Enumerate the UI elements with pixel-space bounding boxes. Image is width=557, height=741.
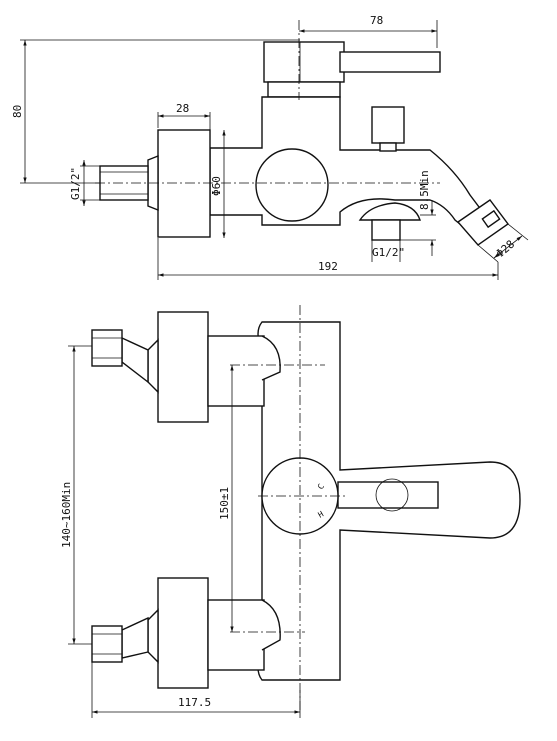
front-upper-inlet bbox=[91, 311, 281, 423]
dim-height-label: 80 bbox=[11, 105, 24, 118]
side-bottom-outlet bbox=[358, 202, 421, 241]
dim-total-length: 192 bbox=[157, 238, 499, 280]
side-body bbox=[209, 96, 486, 233]
mark-cold: C bbox=[316, 482, 326, 491]
dim-spout-diameter-label: Φ28 bbox=[494, 238, 518, 261]
dim-inlet-spacing-label: 140~160Min bbox=[60, 482, 73, 548]
dim-outlet-thread: G1/2" bbox=[371, 240, 405, 262]
dim-total-length-label: 192 bbox=[318, 260, 338, 273]
dim-top-width: 78 bbox=[299, 14, 438, 48]
dim-spout-gap: 8.5Min bbox=[400, 170, 436, 256]
dim-inlet-length-label: 28 bbox=[176, 102, 189, 115]
dim-inlet-thread: G1/2" bbox=[69, 160, 100, 206]
front-view: C H bbox=[60, 305, 521, 718]
dim-inlet-spacing: 140~160Min bbox=[60, 345, 92, 645]
dim-body-diameter: Φ60 bbox=[210, 130, 226, 238]
dim-inlet-length: 28 bbox=[157, 102, 211, 148]
mark-hot: H bbox=[317, 509, 326, 519]
dim-center-distance-label: 150±1 bbox=[218, 487, 231, 520]
side-view: 78 80 28 Φ60 G1/2" bbox=[11, 14, 529, 280]
dim-height: 80 bbox=[11, 39, 300, 184]
dim-top-width-label: 78 bbox=[370, 14, 383, 27]
dim-depth: 117.5 bbox=[91, 662, 301, 718]
dim-depth-label: 117.5 bbox=[178, 696, 211, 709]
dim-outlet-thread-label: G1/2" bbox=[372, 246, 405, 259]
dim-body-diameter-label: Φ60 bbox=[210, 176, 223, 196]
side-diverter bbox=[371, 106, 405, 152]
dim-spout-gap-label: 8.5Min bbox=[418, 170, 431, 210]
dim-inlet-thread-label: G1/2" bbox=[69, 167, 82, 200]
dim-center-distance: 150±1 bbox=[218, 365, 234, 632]
side-inlet bbox=[99, 129, 211, 238]
front-lower-inlet bbox=[91, 577, 281, 689]
side-handle bbox=[263, 41, 441, 98]
